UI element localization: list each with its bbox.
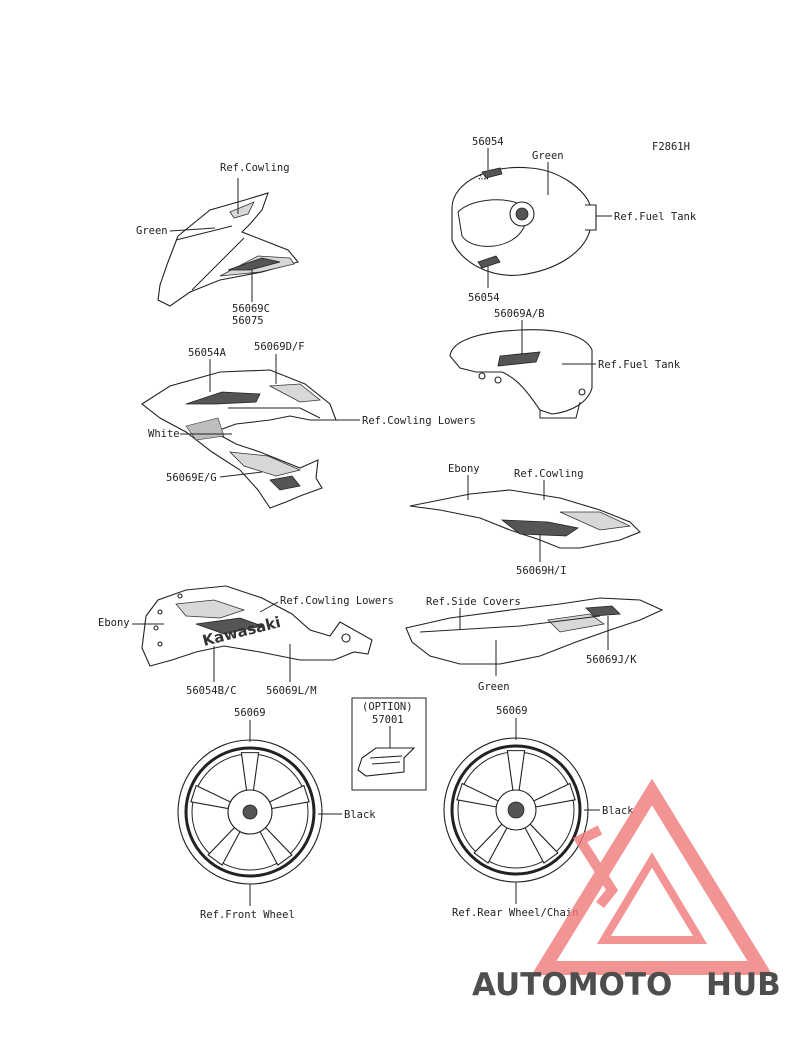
- watermark-triangle-icon: [531, 778, 773, 975]
- tank-color-label: Green: [532, 150, 564, 162]
- lower-ref-label: Ref.Cowling Lowers: [280, 595, 394, 607]
- option-part-label: 57001: [372, 714, 404, 726]
- tank-ref-label: Ref.Fuel Tank: [614, 211, 697, 223]
- fuel-tank-part: ∴∴: [451, 166, 597, 276]
- cowl-part-a-label: 56069C: [232, 303, 270, 315]
- rear-wheel-ref-label: Ref.Rear Wheel/Chain: [452, 907, 578, 919]
- upper-cowl-part: [157, 192, 299, 307]
- tail-part-label: 56069H/I: [516, 565, 567, 577]
- tankcover-ref-label: Ref.Fuel Tank: [598, 359, 681, 371]
- midcowl-part-c-label: 56069E/G: [166, 472, 217, 484]
- tail-ref-label: Ref.Cowling: [514, 468, 584, 480]
- lower-part-a-label: 56054B/C: [186, 685, 237, 697]
- rear-wheel-color-label: Black: [602, 805, 634, 817]
- watermark-logo: AUTOMOTO HUB: [472, 778, 781, 1003]
- rear-wheel-part: [443, 737, 589, 883]
- midcowl-ref-label: Ref.Cowling Lowers: [362, 415, 476, 427]
- tank-part-bottom-label: 56054: [468, 292, 500, 304]
- lower-cowl-part: Kawasaki: [141, 585, 373, 667]
- midcowl-part-b-label: 56069D/F: [254, 341, 305, 353]
- tail-cowl-part: [409, 489, 641, 549]
- watermark-brand-part2: HUB: [706, 967, 781, 1003]
- option-label: (OPTION): [362, 701, 413, 713]
- midcowl-color-label: White: [148, 428, 180, 440]
- front-wheel-part: [177, 739, 323, 885]
- rear-wheel-part-label: 56069: [496, 705, 528, 717]
- side-ref-label: Ref.Side Covers: [426, 596, 521, 608]
- tail-color-label: Ebony: [448, 463, 480, 475]
- front-wheel-ref-label: Ref.Front Wheel: [200, 909, 295, 921]
- cowl-ref-label: Ref.Cowling: [220, 162, 290, 174]
- tank-part-top-label: 56054: [472, 136, 504, 148]
- option-box: (OPTION) 57001: [351, 697, 427, 791]
- lower-part-b-label: 56069L/M: [266, 685, 317, 697]
- front-wheel-part-label: 56069: [234, 707, 266, 719]
- watermark-brand-part1: AUTOMOTO: [472, 967, 672, 1003]
- midcowl-part-a-label: 56054A: [188, 347, 227, 359]
- side-part-label: 56069J/K: [586, 654, 637, 666]
- tank-cover-part: [449, 329, 593, 419]
- side-color-label: Green: [478, 681, 510, 693]
- svg-text:∴∴: ∴∴: [478, 173, 489, 183]
- cowl-part-b-label: 56075: [232, 315, 264, 327]
- tankcover-part-label: 56069A/B: [494, 308, 545, 320]
- lower-color-label: Ebony: [98, 617, 130, 629]
- figure-code: F2861H: [652, 141, 690, 153]
- side-cover-part: [405, 597, 664, 665]
- middle-cowl-part: [141, 369, 337, 509]
- front-wheel-color-label: Black: [344, 809, 376, 821]
- cowl-color-label: Green: [136, 225, 168, 237]
